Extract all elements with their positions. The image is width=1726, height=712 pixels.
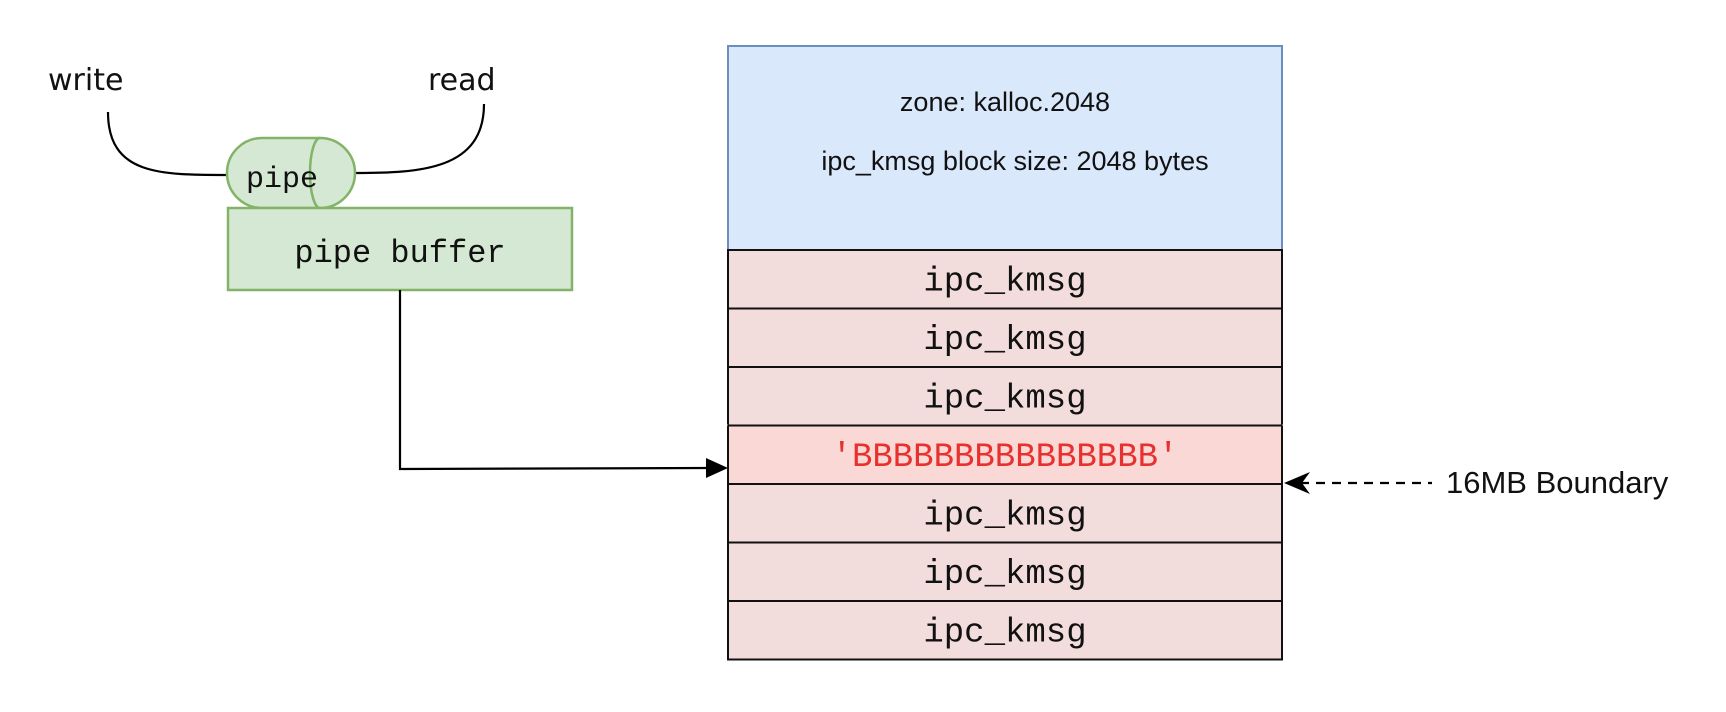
ipc-kmsg-label: ipc_kmsg: [923, 497, 1086, 535]
ipc-kmsg-block: ipc_kmsg: [727, 249, 1283, 310]
buffer-to-payload-connector: [398, 290, 709, 471]
boundary-label: 16MB Boundary: [1446, 465, 1669, 500]
ipc-kmsg-label: ipc_kmsg: [923, 614, 1086, 652]
ipc-kmsg-block: ipc_kmsg: [727, 483, 1283, 544]
pipe-cylinder: pipe: [225, 136, 357, 210]
block-size-label: ipc_kmsg block size: 2048 bytes: [821, 146, 1208, 176]
pipe-buffer: pipe buffer: [226, 206, 574, 292]
pipe-buffer-label: pipe buffer: [294, 235, 505, 272]
ipc-kmsg-block: ipc_kmsg: [727, 366, 1283, 427]
payload-block: 'BBBBBBBBBBBBBBB': [727, 424, 1283, 485]
block-rect: [727, 541, 1283, 602]
block-rect: [727, 600, 1283, 661]
pipe-label: pipe: [246, 163, 318, 197]
boundary-arrowhead: [1284, 472, 1310, 494]
ipc-kmsg-block: ipc_kmsg: [727, 307, 1283, 368]
block-rect: [727, 307, 1283, 368]
ipc-kmsg-label: ipc_kmsg: [923, 380, 1086, 418]
write-label: write: [48, 63, 123, 98]
write-curve: [106, 111, 229, 177]
kmsg-block-stack: ipc_kmsg ipc_kmsg ipc_kmsg 'BBBBBBBBBBBBBBB…: [727, 249, 1283, 661]
ipc-kmsg-label: ipc_kmsg: [923, 322, 1086, 360]
ipc-kmsg-label: ipc_kmsg: [923, 556, 1086, 594]
zone-header: zone: kalloc.2048 ipc_kmsg block size: 2…: [727, 45, 1283, 251]
zone-label: zone: kalloc.2048: [900, 87, 1110, 117]
ipc-kmsg-block: ipc_kmsg: [727, 600, 1283, 661]
read-curve: [354, 103, 486, 175]
connector-arrowhead: [706, 458, 728, 478]
block-rect: [727, 249, 1283, 310]
read-label: read: [428, 63, 496, 98]
ipc-kmsg-label: ipc_kmsg: [923, 263, 1086, 301]
payload-label: 'BBBBBBBBBBBBBBB': [832, 439, 1179, 477]
payload-side-borders: [727, 425, 1283, 484]
ipc-kmsg-block: ipc_kmsg: [727, 541, 1283, 602]
